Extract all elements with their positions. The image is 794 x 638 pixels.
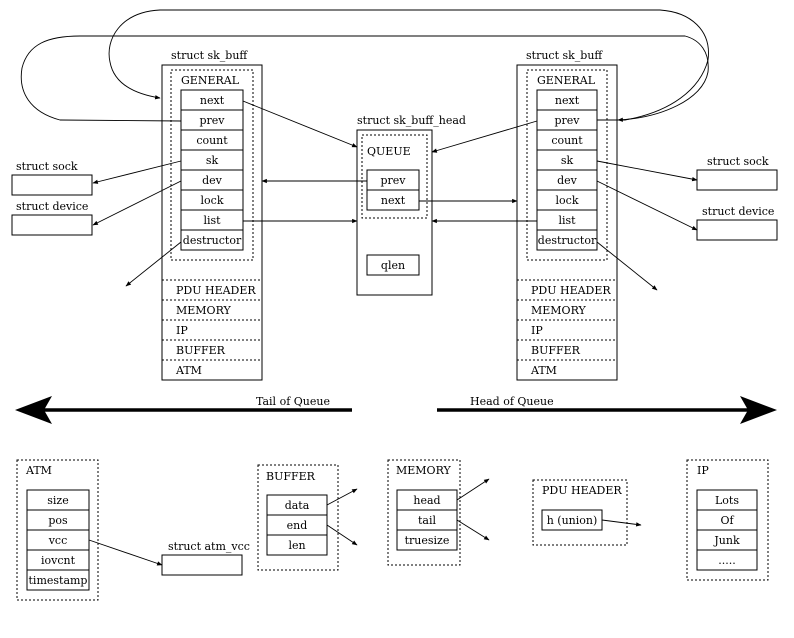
head-label: Head of Queue: [470, 395, 554, 408]
queue-label: QUEUE: [367, 145, 411, 158]
right-field-lock: lock: [556, 194, 579, 207]
right-general-fields: next prev count sk dev lock list destructor: [537, 94, 597, 247]
right-struct-device-label: struct device: [702, 205, 774, 218]
pdu-header-title: PDU HEADER: [542, 484, 622, 497]
right-struct-sock: struct sock: [696, 155, 778, 191]
right-field-destructor: destructor: [538, 234, 597, 247]
head-of-queue-arrow: Head of Queue: [437, 395, 777, 424]
right-struct-sock-label: struct sock: [707, 155, 769, 168]
right-section-ip: IP: [531, 324, 543, 337]
right-section-buffer: BUFFER: [531, 344, 581, 357]
atm-struct: ATM size pos vcc iovcnt timestamp: [16, 459, 99, 601]
right-field-next: next: [555, 94, 580, 107]
ip-field-: .....: [718, 554, 735, 567]
loop-left-prev-to-right: [20, 35, 709, 122]
pdu-field-h-union: h (union): [547, 514, 598, 527]
left-section-pdu-header: PDU HEADER: [176, 284, 256, 297]
atm-field-timestamp: timestamp: [29, 574, 88, 587]
right-section-pdu-header: PDU HEADER: [531, 284, 611, 297]
memory-field-head: head: [413, 494, 440, 507]
right-field-count: count: [551, 134, 583, 147]
right-general-group: [526, 69, 608, 261]
ip-field-lots: Lots: [715, 494, 739, 507]
queue-group: [361, 134, 428, 219]
buffer-struct: BUFFER data end len: [257, 464, 358, 571]
left-sk-buff: struct sk_buff GENERAL next prev count sk de…: [161, 49, 263, 381]
left-field-next: next: [200, 94, 225, 107]
right-sk-buff-label: struct sk_buff: [526, 49, 603, 62]
queue-next: next: [381, 194, 406, 207]
left-sk-buff-label: struct sk_buff: [171, 49, 248, 62]
ip-title: IP: [697, 464, 709, 477]
buffer-field-data: data: [285, 499, 310, 512]
left-field-dev: dev: [202, 174, 223, 187]
loop-right-next-to-left: [108, 9, 709, 121]
left-field-count: count: [196, 134, 228, 147]
right-struct-device: struct device: [696, 205, 778, 241]
ip-field-junk: Junk: [713, 534, 740, 547]
left-general-group: [170, 69, 254, 261]
sk-buff-head-label: struct sk_buff_head: [357, 114, 466, 127]
left-section-ip: IP: [176, 324, 188, 337]
tail-label: Tail of Queue: [256, 395, 330, 408]
atm-field-pos: pos: [48, 514, 68, 527]
left-section-atm: ATM: [175, 364, 202, 377]
atm-title: ATM: [25, 464, 52, 477]
memory-struct: MEMORY head tail truesize: [387, 459, 490, 566]
right-sections: PDU HEADER MEMORY IP BUFFER ATM: [517, 279, 617, 377]
left-struct-device-label: struct device: [16, 200, 88, 213]
left-struct-sock: struct sock: [11, 160, 93, 196]
pointer-arrows: [92, 100, 698, 291]
atm-field-size: size: [47, 494, 68, 507]
right-field-prev: prev: [554, 114, 580, 127]
right-field-sk: sk: [561, 154, 574, 167]
tail-of-queue-arrow: Tail of Queue: [15, 395, 352, 424]
buffer-field-end: end: [287, 519, 308, 532]
left-section-buffer: BUFFER: [176, 344, 226, 357]
pdu-header-struct: PDU HEADER h (union): [532, 479, 642, 546]
left-section-memory: MEMORY: [176, 304, 232, 317]
buffer-title: BUFFER: [266, 470, 316, 483]
left-struct-sock-label: struct sock: [16, 160, 78, 173]
left-field-destructor: destructor: [183, 234, 242, 247]
atm-vcc-label: struct atm_vcc: [168, 540, 250, 553]
right-field-list: list: [558, 214, 576, 227]
left-field-sk: sk: [206, 154, 219, 167]
buffer-field-len: len: [288, 539, 305, 552]
qlen-label: qlen: [381, 259, 405, 272]
left-struct-device: struct device: [11, 200, 93, 236]
left-field-lock: lock: [201, 194, 224, 207]
queue-prev: prev: [380, 174, 406, 187]
memory-field-tail: tail: [418, 514, 436, 527]
atm-field-iovcnt: iovcnt: [41, 554, 76, 567]
ip-field-of: Of: [720, 514, 734, 527]
qlen-box: [366, 254, 420, 276]
right-section-atm: ATM: [530, 364, 557, 377]
left-sections: PDU HEADER MEMORY IP BUFFER ATM: [162, 279, 262, 377]
right-general-label: GENERAL: [537, 74, 596, 87]
right-section-memory: MEMORY: [531, 304, 587, 317]
sk-buff-head: struct sk_buff_head QUEUE prev next qlen: [356, 114, 466, 296]
right-field-dev: dev: [557, 174, 578, 187]
left-general-label: GENERAL: [181, 74, 240, 87]
memory-title: MEMORY: [396, 464, 452, 477]
atm-field-vcc: vcc: [48, 534, 68, 547]
memory-field-truesize: truesize: [405, 534, 450, 547]
left-field-prev: prev: [199, 114, 225, 127]
atm-vcc: struct atm_vcc: [88, 539, 250, 576]
left-general-fields: next prev count sk dev lock list destructor: [181, 94, 243, 247]
left-field-list: list: [203, 214, 221, 227]
ip-struct: IP LotsOfJunk.....: [686, 459, 769, 581]
right-sk-buff: struct sk_buff GENERAL next prev count sk de…: [516, 49, 618, 381]
